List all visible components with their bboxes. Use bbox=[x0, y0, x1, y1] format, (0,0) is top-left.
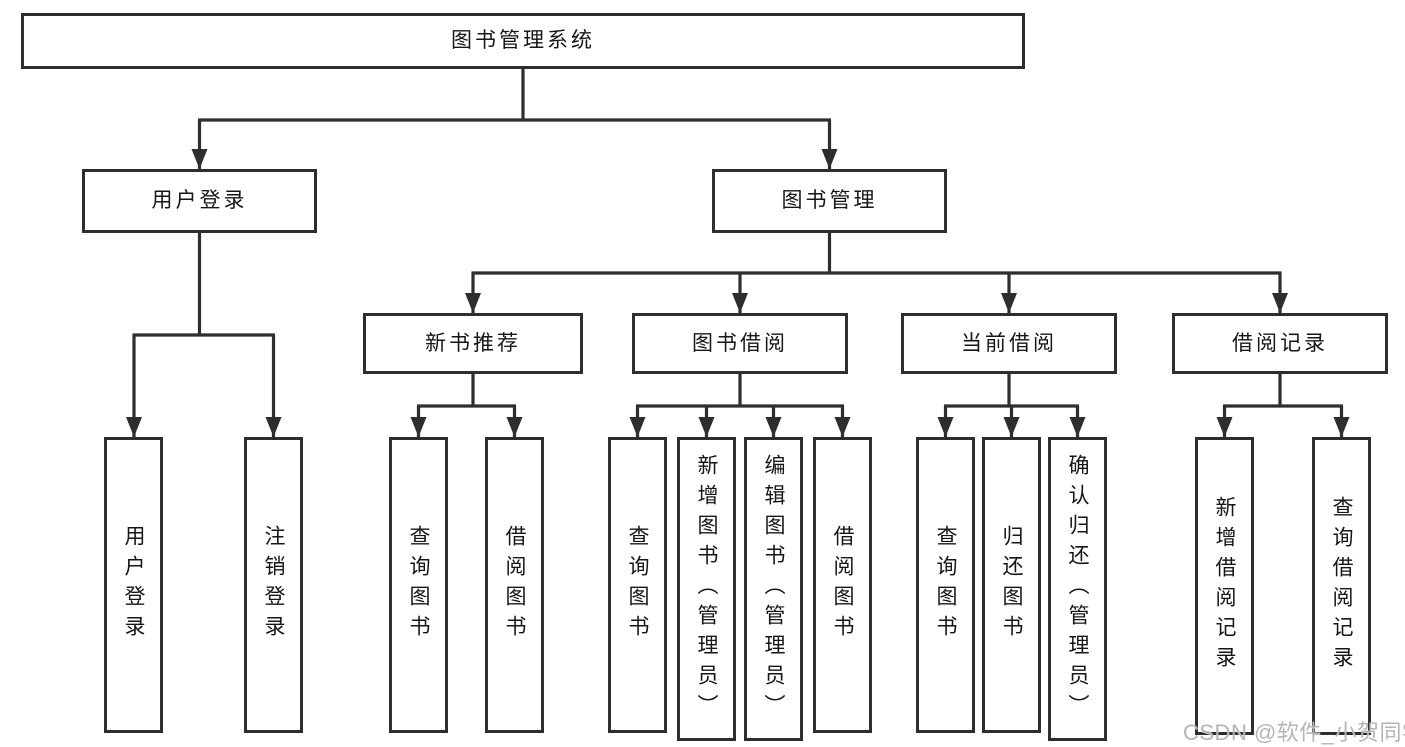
node-current-borrowing: 当前借阅 bbox=[901, 313, 1117, 374]
trunk-current-borrowing bbox=[944, 374, 1079, 408]
leaf-bb-add-books-admin: 新增图书（管理员） bbox=[677, 437, 736, 741]
leaf-bb-edit-books-admin: 编辑图书（管理员） bbox=[744, 437, 803, 741]
node-book-borrowing: 图书借阅 bbox=[632, 313, 848, 374]
leaf-logout: 注销登录 bbox=[244, 437, 303, 733]
trunk-book-borrowing bbox=[636, 374, 844, 408]
node-user-login: 用户登录 bbox=[82, 169, 317, 233]
trunk-new-book-recommend bbox=[417, 374, 516, 408]
node-new-book-recommend: 新书推荐 bbox=[363, 313, 583, 374]
trunk-root bbox=[198, 68, 831, 122]
leaf-br-query-record: 查询借阅记录 bbox=[1312, 437, 1371, 735]
leaf-bb-query-books: 查询图书 bbox=[608, 437, 667, 733]
leaf-br-add-record: 新增借阅记录 bbox=[1195, 437, 1254, 735]
leaf-cb-query-books: 查询图书 bbox=[916, 437, 975, 733]
csdn-watermark: CSDN @软件_小贺同学 bbox=[1183, 720, 1405, 745]
leaf-nbr-query-books: 查询图书 bbox=[389, 437, 448, 733]
node-root: 图书管理系统 bbox=[21, 13, 1025, 69]
leaf-nbr-borrow-books: 借阅图书 bbox=[485, 437, 544, 733]
trunk-borrow-records bbox=[1223, 374, 1343, 408]
leaf-cb-return-books: 归还图书 bbox=[982, 437, 1041, 733]
trunk-book-management bbox=[471, 233, 1282, 275]
leaf-cb-confirm-return-admin: 确认归还（管理员） bbox=[1048, 437, 1107, 741]
leaf-user-login: 用户登录 bbox=[104, 437, 163, 733]
leaf-bb-borrow-books: 借阅图书 bbox=[813, 437, 872, 733]
node-borrow-records: 借阅记录 bbox=[1172, 313, 1388, 374]
trunk-user-login bbox=[132, 233, 275, 337]
node-book-management: 图书管理 bbox=[712, 169, 947, 233]
